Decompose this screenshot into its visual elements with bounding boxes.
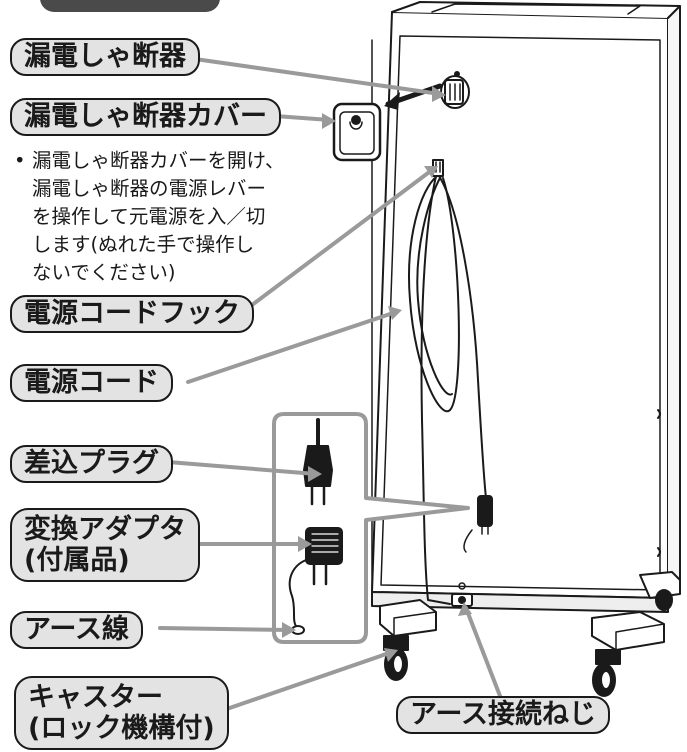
label-caster-line2: (ロック機構付) — [28, 713, 215, 744]
note-line-5: ないでください) — [32, 261, 176, 284]
label-plug: 差込プラグ — [10, 445, 173, 483]
note-line-1: 漏電しゃ断器カバーを開け、 — [32, 149, 285, 172]
base-back-right — [639, 571, 681, 599]
note-line-2: 漏電しゃ断器の電源レバー — [32, 177, 267, 200]
caster-front-right — [592, 649, 621, 697]
label-breaker: 漏電しゃ断器 — [10, 38, 200, 76]
leader-arrowheads — [282, 86, 472, 662]
label-breaker-cover: 漏電しゃ断器カバー — [10, 98, 281, 136]
breaker-cover — [332, 102, 382, 162]
section-header-tab — [40, 0, 220, 12]
ground-screw-part — [451, 582, 473, 607]
base-right — [591, 611, 665, 651]
label-adapter-line2: (付属品) — [24, 545, 130, 576]
note-bullet: • — [14, 149, 26, 172]
inset-adapter — [288, 527, 343, 635]
label-caster-line1: キャスター — [28, 682, 163, 713]
label-caster: キャスター (ロック機構付) — [14, 676, 229, 750]
caster-back-right — [655, 589, 673, 611]
cabinet-side — [667, 5, 681, 599]
label-power-cord: 電源コード — [10, 364, 173, 402]
breaker-unit — [440, 71, 470, 109]
note-line-3: を操作して元電源を入／切 — [32, 205, 266, 228]
label-cord-hook: 電源コードフック — [10, 295, 254, 333]
note-line-4: します(ぬれた手で操作し — [32, 233, 255, 256]
base-left — [379, 599, 437, 637]
label-ground-screw: アース接続ねじ — [396, 696, 611, 734]
label-adapter: 変換アダプタ (付属品) — [10, 508, 200, 582]
label-ground-wire: アース線 — [10, 611, 144, 649]
leader-lines — [158, 56, 502, 714]
breaker-operation-note: • 漏電しゃ断器カバーを開け、 漏電しゃ断器の電源レバー を操作して元電源を入／… — [14, 147, 314, 287]
cord-plug-on-unit — [477, 495, 493, 535]
power-cord-loops — [408, 175, 487, 605]
label-adapter-line1: 変換アダプタ — [24, 514, 186, 545]
